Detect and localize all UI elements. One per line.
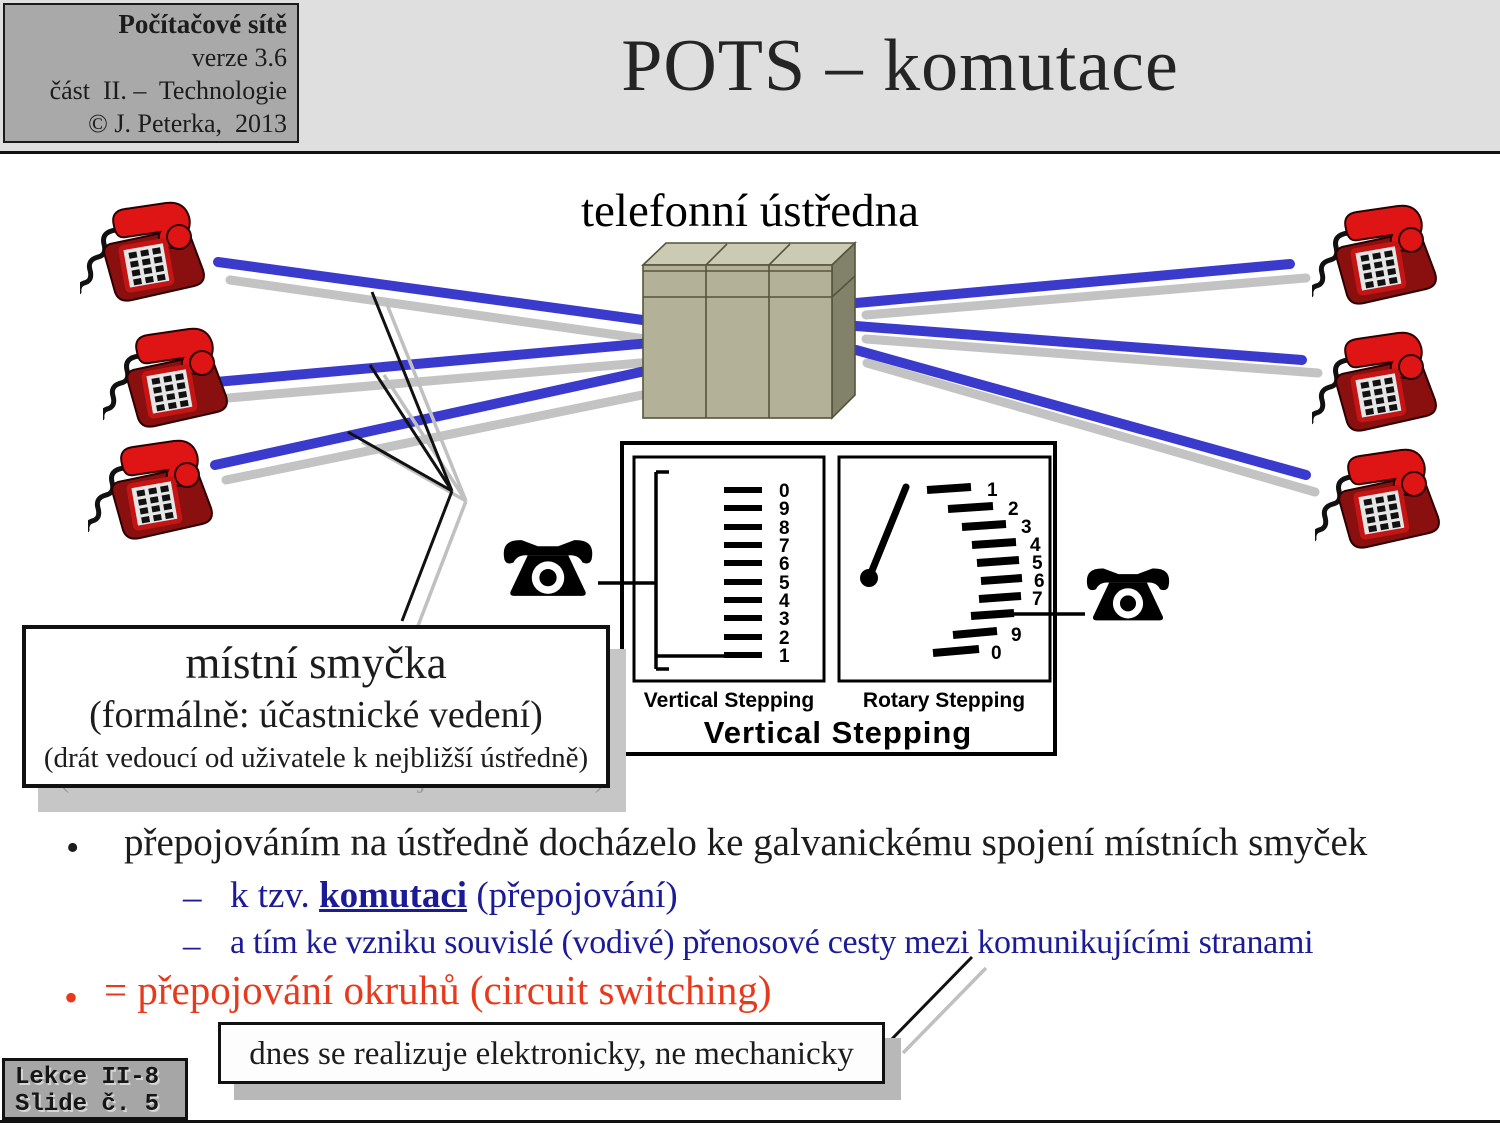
red-phone-right-3 (1314, 450, 1439, 548)
sub-bullet-1-post: (přepojování) (467, 875, 678, 916)
local-loop-box: místní smyčka (formálně: účastnické vede… (22, 625, 610, 788)
course-title: Počítačové sítě (118, 9, 287, 39)
vertical-stepping-caption: Vertical Stepping (644, 689, 814, 712)
red-phone-left-3 (87, 441, 212, 539)
sub-bullet-dash: – (183, 877, 202, 918)
exchange-box (641, 241, 857, 420)
r-label: 3 (1021, 517, 1032, 538)
slide-bottom-border (0, 1120, 1500, 1123)
local-loop-title: místní smyčka (185, 638, 447, 688)
v-label: 4 (779, 591, 790, 612)
callout-pointer-lines (887, 955, 988, 1055)
v-label: 2 (779, 628, 790, 649)
rotary-stepping: 1 2 3 4 5 6 7 9 0 (860, 480, 1085, 664)
sub-bullet-dash: – (183, 926, 201, 965)
r-label: 0 (991, 643, 1002, 664)
sub-bullet-1-term: komutaci (319, 875, 468, 916)
v-label: 6 (779, 554, 790, 575)
course-copyright: © J. Peterka, 2013 (88, 109, 287, 138)
vertical-stepping-labels: 0 9 8 7 6 5 4 3 2 1 (779, 481, 790, 667)
black-phone-left-icon (503, 540, 593, 596)
r-label: 7 (1032, 589, 1043, 610)
red-phone-right-2 (1311, 333, 1436, 431)
stepping-bottom-caption: Vertical Stepping (704, 715, 973, 750)
red-phone-right-1 (1311, 206, 1436, 304)
lesson-label: Lekce II-8 (15, 1064, 160, 1091)
v-label: 8 (779, 518, 790, 539)
bullet-dot: • (64, 975, 79, 1020)
page-title: POTS – komutace (621, 25, 1179, 107)
sub-bullet-1: k tzv. komutaci (přepojování) (230, 874, 678, 917)
course-part: část II. – Technologie (49, 76, 287, 105)
local-loop-note: (drát vedoucí od uživatele k nejbližší ú… (43, 742, 589, 774)
slide-number-label: Slide č. 5 (15, 1091, 160, 1118)
black-phone-right-icon (1086, 568, 1170, 621)
bullet-item-2: = přepojování okruhů (circuit switching) (104, 967, 772, 1013)
v-label: 5 (779, 573, 790, 594)
bullet-item-1: přepojováním na ústředně docházelo ke ga… (124, 821, 1368, 864)
vertical-stepping: 0 9 8 7 6 5 4 3 2 1 (598, 470, 790, 671)
course-version: verze 3.6 (191, 43, 287, 72)
course-meta-box: Počítačové sítě verze 3.6 část II. – Tec… (3, 3, 299, 143)
local-loop-pointer-lines (347, 291, 468, 632)
sub-bullet-1-pre: k tzv. (230, 875, 320, 916)
v-label: 9 (779, 499, 790, 520)
red-phone-left-1 (79, 203, 204, 301)
header-band: Počítačové sítě verze 3.6 část II. – Tec… (0, 0, 1500, 154)
callout-box: dnes se realizuje elektronicky, ne mecha… (218, 1022, 885, 1084)
r-label: 9 (1011, 625, 1022, 646)
v-label: 7 (779, 536, 790, 557)
r-label: 4 (1030, 535, 1041, 556)
red-phone-left-2 (102, 329, 227, 427)
r-label: 1 (987, 480, 998, 501)
rotary-stepping-caption: Rotary Stepping (863, 689, 1025, 712)
bullet-dot: • (66, 827, 80, 869)
v-label: 1 (779, 646, 790, 667)
r-label: 5 (1032, 553, 1043, 574)
sub-bullet-2: a tím ke vzniku souvislé (vodivé) přenos… (230, 924, 1314, 961)
r-label: 6 (1034, 571, 1045, 592)
lesson-slide-box: Lekce II-8 Slide č. 5 (2, 1058, 188, 1120)
rotary-stepping-labels: 1 2 3 4 5 6 7 9 0 (987, 480, 1045, 664)
local-loop-subtitle: (formálně: účastnické vedení) (89, 694, 543, 736)
exchange-label: telefonní ústředna (580, 185, 920, 237)
r-label: 2 (1008, 499, 1019, 520)
v-label: 0 (779, 481, 790, 502)
v-label: 3 (779, 609, 790, 630)
stepping-figure: 0 9 8 7 6 5 4 3 2 1 (598, 441, 1085, 756)
